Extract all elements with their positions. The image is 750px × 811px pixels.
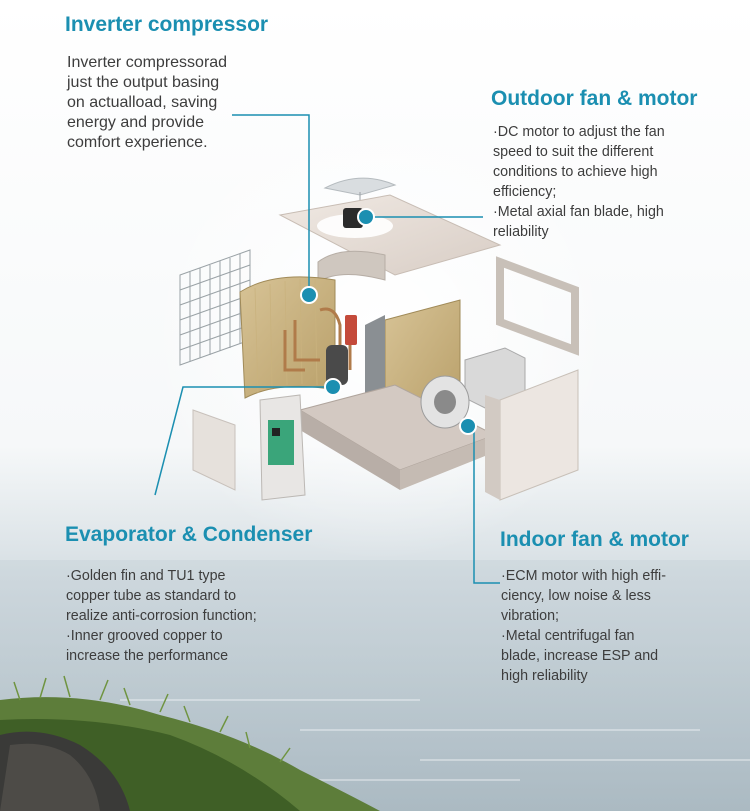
right-frame xyxy=(496,256,579,356)
outdoor-fan-heading: Outdoor fan & motor xyxy=(491,87,698,110)
condenser-coil xyxy=(239,276,336,399)
inverter-line: Inverter compressorad xyxy=(67,54,228,71)
indoor-leader-line xyxy=(468,425,500,584)
indoor-line: high reliability xyxy=(501,668,588,684)
outdoor-line: efficiency; xyxy=(493,184,557,200)
evaporator-condenser-description: ·Golden fin and TU1 type copper tube as … xyxy=(66,566,257,666)
fan-shroud xyxy=(317,250,386,283)
evaporator-line: realize anti-corrosion function; xyxy=(66,608,257,624)
inverter-line: on actualload, saving xyxy=(67,94,218,111)
evaporator-leader-line xyxy=(154,386,333,496)
indoor-fan-description: ·ECM motor with high effi- ciency, low n… xyxy=(501,566,666,686)
inverter-line: comfort experience. xyxy=(67,134,208,151)
inverter-leader-line xyxy=(232,114,310,295)
compressor xyxy=(326,345,348,385)
evaporator-line: increase the performance xyxy=(66,648,229,664)
indoor-line: ciency, low noise & less xyxy=(501,588,651,604)
centrifugal-blower xyxy=(420,347,526,429)
inverter-compressor-heading: Inverter compressor xyxy=(65,13,269,36)
inverter-callout-dot xyxy=(300,286,318,304)
left-side-panel xyxy=(192,409,236,491)
indoor-line: ·ECM motor with high effi- xyxy=(501,568,666,584)
outdoor-line: ·DC motor to adjust the fan xyxy=(493,124,665,140)
inverter-line: energy and provide xyxy=(67,114,204,131)
outdoor-fan-description: ·DC motor to adjust the fan speed to sui… xyxy=(493,122,665,242)
evaporator-line: ·Inner grooved copper to xyxy=(66,628,223,644)
indoor-callout-dot xyxy=(459,417,477,435)
outdoor-callout-dot xyxy=(357,208,375,226)
evaporator-line: ·Golden fin and TU1 type xyxy=(66,568,226,584)
inverter-line: just the output basing xyxy=(67,74,220,91)
evaporator-callout-dot xyxy=(324,378,342,396)
indoor-line: blade, increase ESP and xyxy=(501,648,659,664)
axial-fan-blade xyxy=(323,177,397,205)
indoor-line: ·Metal centrifugal fan xyxy=(501,628,635,644)
outdoor-line: reliability xyxy=(493,224,549,240)
electric-control-box xyxy=(259,394,306,501)
indoor-fan-heading: Indoor fan & motor xyxy=(500,528,689,551)
evaporator-line: copper tube as standard to xyxy=(66,588,237,604)
outdoor-line: conditions to achieve high xyxy=(493,164,658,180)
inverter-compressor-description: Inverter compressorad just the output ba… xyxy=(67,53,227,153)
indoor-line: vibration; xyxy=(501,608,560,624)
outdoor-line: speed to suit the different xyxy=(493,144,654,160)
evaporator-condenser-heading: Evaporator & Condenser xyxy=(65,523,313,546)
rear-grille xyxy=(179,249,251,366)
compressor-piping xyxy=(283,307,352,375)
outdoor-line: ·Metal axial fan blade, high xyxy=(493,204,664,220)
